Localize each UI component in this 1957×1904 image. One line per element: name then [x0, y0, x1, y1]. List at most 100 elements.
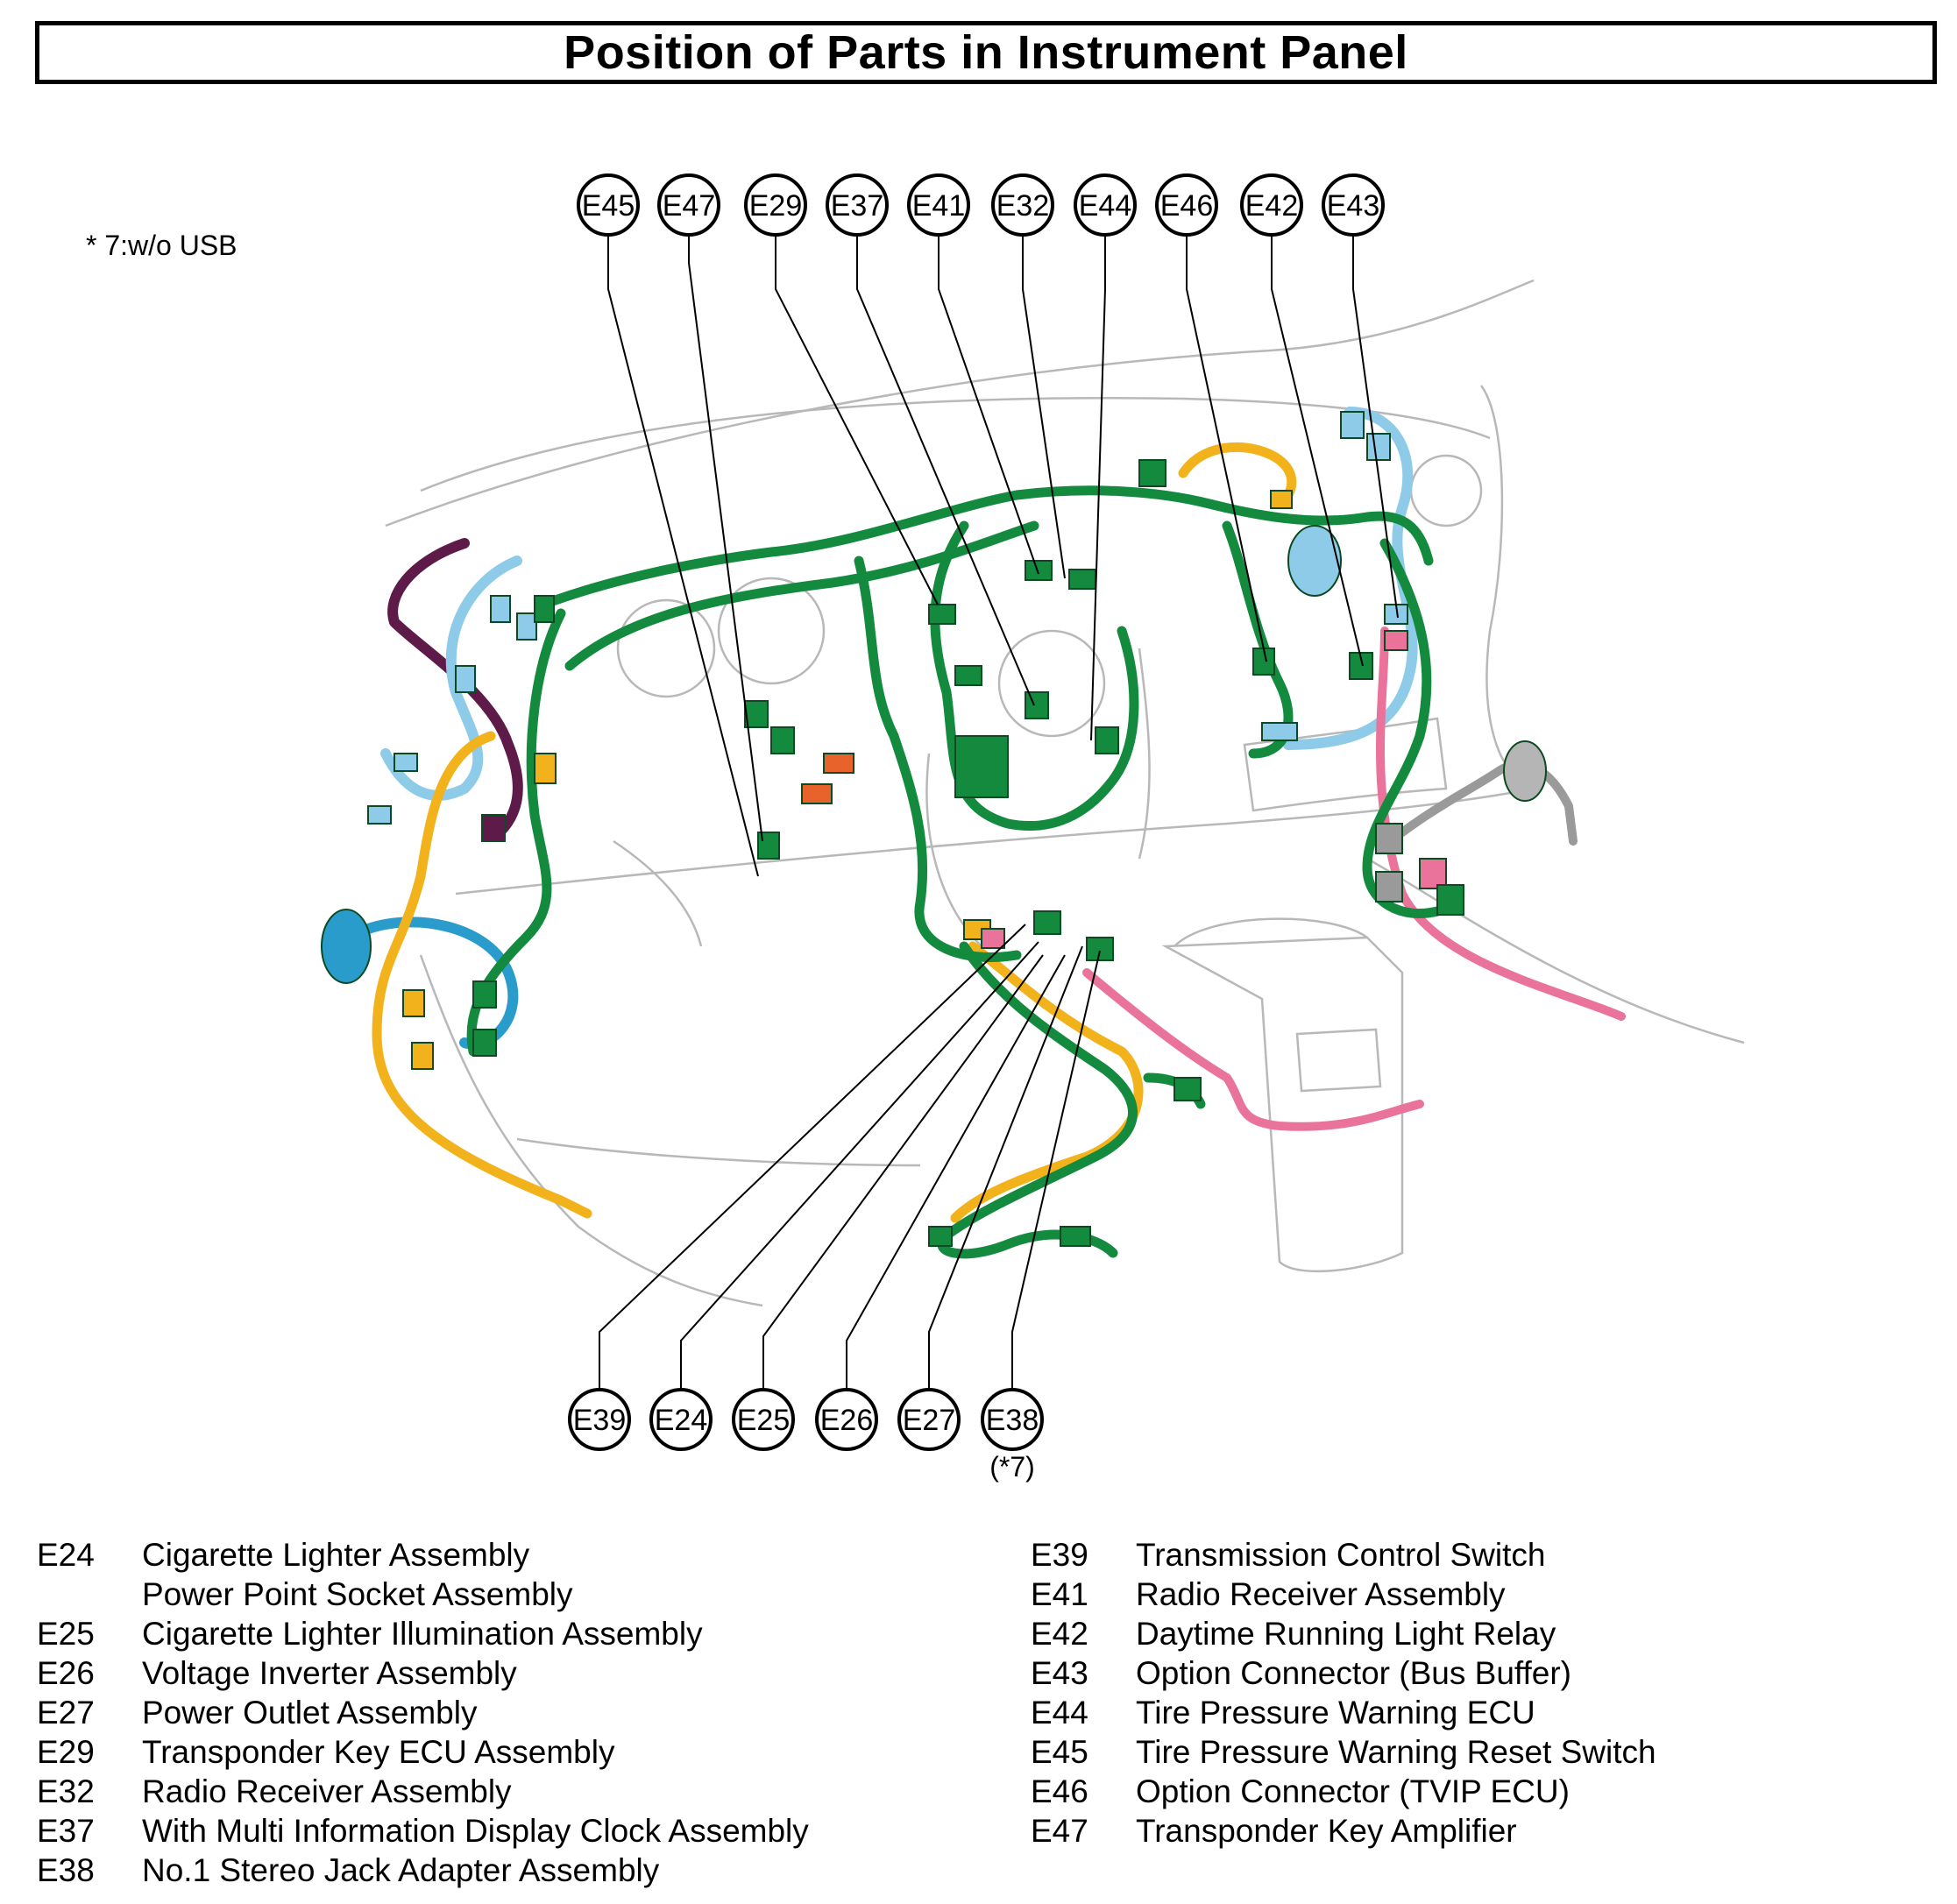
- connector: [1261, 722, 1298, 741]
- harness-gray: [1398, 760, 1578, 846]
- callout-e42: E42: [1240, 173, 1303, 237]
- legend-row: E26 Voltage Inverter Assembly: [37, 1653, 809, 1693]
- windshield-edge: [385, 279, 1535, 527]
- legend-code: E38: [37, 1852, 95, 1888]
- connector: [1340, 411, 1365, 439]
- legend-code: E24: [37, 1537, 95, 1573]
- gauge-right: [997, 629, 1106, 738]
- connector: [1095, 726, 1119, 754]
- connector: [1270, 490, 1293, 509]
- callout-e38-label: E38: [986, 1404, 1039, 1437]
- console-box: [1295, 1028, 1382, 1093]
- console-armrest: [1173, 917, 1368, 947]
- connector: [516, 612, 537, 641]
- grommet: [1503, 740, 1547, 802]
- legend-code: E29: [37, 1734, 95, 1770]
- legend-desc: No.1 Stereo Jack Adapter Assembly: [142, 1852, 660, 1888]
- legend-code: E39: [1031, 1537, 1088, 1573]
- glovebox-line: [1243, 717, 1448, 812]
- legend-row: E37 With Multi Information Display Clock…: [37, 1811, 809, 1851]
- callouts-top: E45 E47 E29 E37 E41 E32 E44 E46: [577, 173, 1385, 237]
- connector: [394, 753, 418, 772]
- connector: [744, 700, 769, 728]
- connector: [928, 1226, 953, 1247]
- callout-e45-label: E45: [582, 189, 635, 223]
- connector: [472, 980, 497, 1009]
- grommet: [321, 909, 372, 984]
- legend-row: E29 Transponder Key ECU Assembly: [37, 1732, 809, 1772]
- callouts-bottom: E39 E24 E25 E26 E27 E38 (*7): [568, 1388, 1044, 1483]
- legend-code: [37, 1575, 142, 1614]
- legend-row: E41 Radio Receiver Assembly: [1031, 1575, 1656, 1614]
- callout-e25-label: E25: [737, 1404, 791, 1437]
- callout-e41-label: E41: [912, 189, 966, 223]
- callout-e39: E39: [568, 1388, 631, 1451]
- connector: [981, 928, 1005, 949]
- legend-code: E26: [37, 1655, 95, 1691]
- gauge-left: [616, 598, 716, 698]
- wire-harnesses: [363, 407, 1626, 1259]
- callout-e26: E26: [815, 1388, 878, 1451]
- connector: [1138, 459, 1166, 487]
- legend-desc: Daytime Running Light Relay: [1136, 1616, 1556, 1652]
- connector: [1366, 433, 1391, 461]
- legend-row: E46 Option Connector (TVIP ECU): [1031, 1772, 1656, 1811]
- connector: [534, 595, 555, 623]
- connector: [455, 665, 476, 693]
- connector: [1025, 691, 1049, 719]
- leader-lines: [599, 231, 1399, 1393]
- connector: [1173, 1077, 1202, 1101]
- console-outline: [1161, 936, 1404, 1273]
- harness-pink-floor: [1082, 968, 1424, 1131]
- harness-main-center: [930, 520, 1139, 832]
- harness-blue-left: [380, 556, 522, 801]
- page-title: Position of Parts in Instrument Panel: [564, 26, 1408, 79]
- leader-e46: [1186, 231, 1267, 662]
- legend-desc: Cigarette Lighter Assembly: [142, 1537, 530, 1573]
- callout-e27: E27: [897, 1388, 961, 1451]
- connector: [490, 595, 511, 623]
- harness-main-mid: [854, 556, 1022, 962]
- callout-e24: E24: [649, 1388, 713, 1451]
- harness-yellow-top: [1178, 442, 1297, 500]
- leader-e24: [680, 941, 1039, 1393]
- callout-e38-note: (*7): [989, 1451, 1035, 1483]
- connector: [1384, 630, 1408, 651]
- harness-yellow-left: [372, 731, 592, 1219]
- connector: [472, 1029, 497, 1057]
- legend-desc: Transmission Control Switch: [1136, 1537, 1546, 1573]
- legend-left: E24 Cigarette Lighter Assembly Power Poi…: [37, 1535, 809, 1890]
- legend-desc: Option Connector (Bus Buffer): [1136, 1655, 1572, 1691]
- connector: [1025, 560, 1053, 581]
- callout-e47: E47: [657, 173, 720, 237]
- connector: [534, 753, 557, 784]
- callout-e45: E45: [577, 173, 640, 237]
- connector: [1436, 884, 1464, 916]
- leader-e47: [688, 231, 763, 842]
- legend-code: E45: [1031, 1734, 1088, 1770]
- callout-e32: E32: [991, 173, 1054, 237]
- connector: [402, 989, 425, 1017]
- callout-e26-label: E26: [820, 1404, 874, 1437]
- legend-code: E32: [37, 1773, 95, 1809]
- connector: [823, 753, 854, 774]
- callout-e46: E46: [1155, 173, 1218, 237]
- legend-desc: Tire Pressure Warning Reset Switch: [1136, 1734, 1656, 1770]
- legend-row: E44 Tire Pressure Warning ECU: [1031, 1693, 1656, 1732]
- center-stack-right: [1138, 648, 1151, 860]
- callout-e39-label: E39: [573, 1404, 627, 1437]
- harness-main-right: [1222, 520, 1294, 759]
- legend-code: E46: [1031, 1773, 1088, 1809]
- grommet: [1287, 525, 1342, 597]
- callout-e32-label: E32: [996, 189, 1050, 223]
- leader-e39: [599, 924, 1026, 1393]
- leader-e42: [1271, 231, 1364, 667]
- callout-e42-label: E42: [1245, 189, 1299, 223]
- callout-e25: E25: [732, 1388, 795, 1451]
- legend-desc: Option Connector (TVIP ECU): [1136, 1773, 1570, 1809]
- leader-e29: [775, 231, 939, 605]
- a-pillar-right: [1479, 385, 1535, 790]
- legend-row: E38 No.1 Stereo Jack Adapter Assembly: [37, 1851, 809, 1890]
- harness-main-cross: [564, 520, 1039, 671]
- legend-row: E39 Transmission Control Switch: [1031, 1535, 1656, 1575]
